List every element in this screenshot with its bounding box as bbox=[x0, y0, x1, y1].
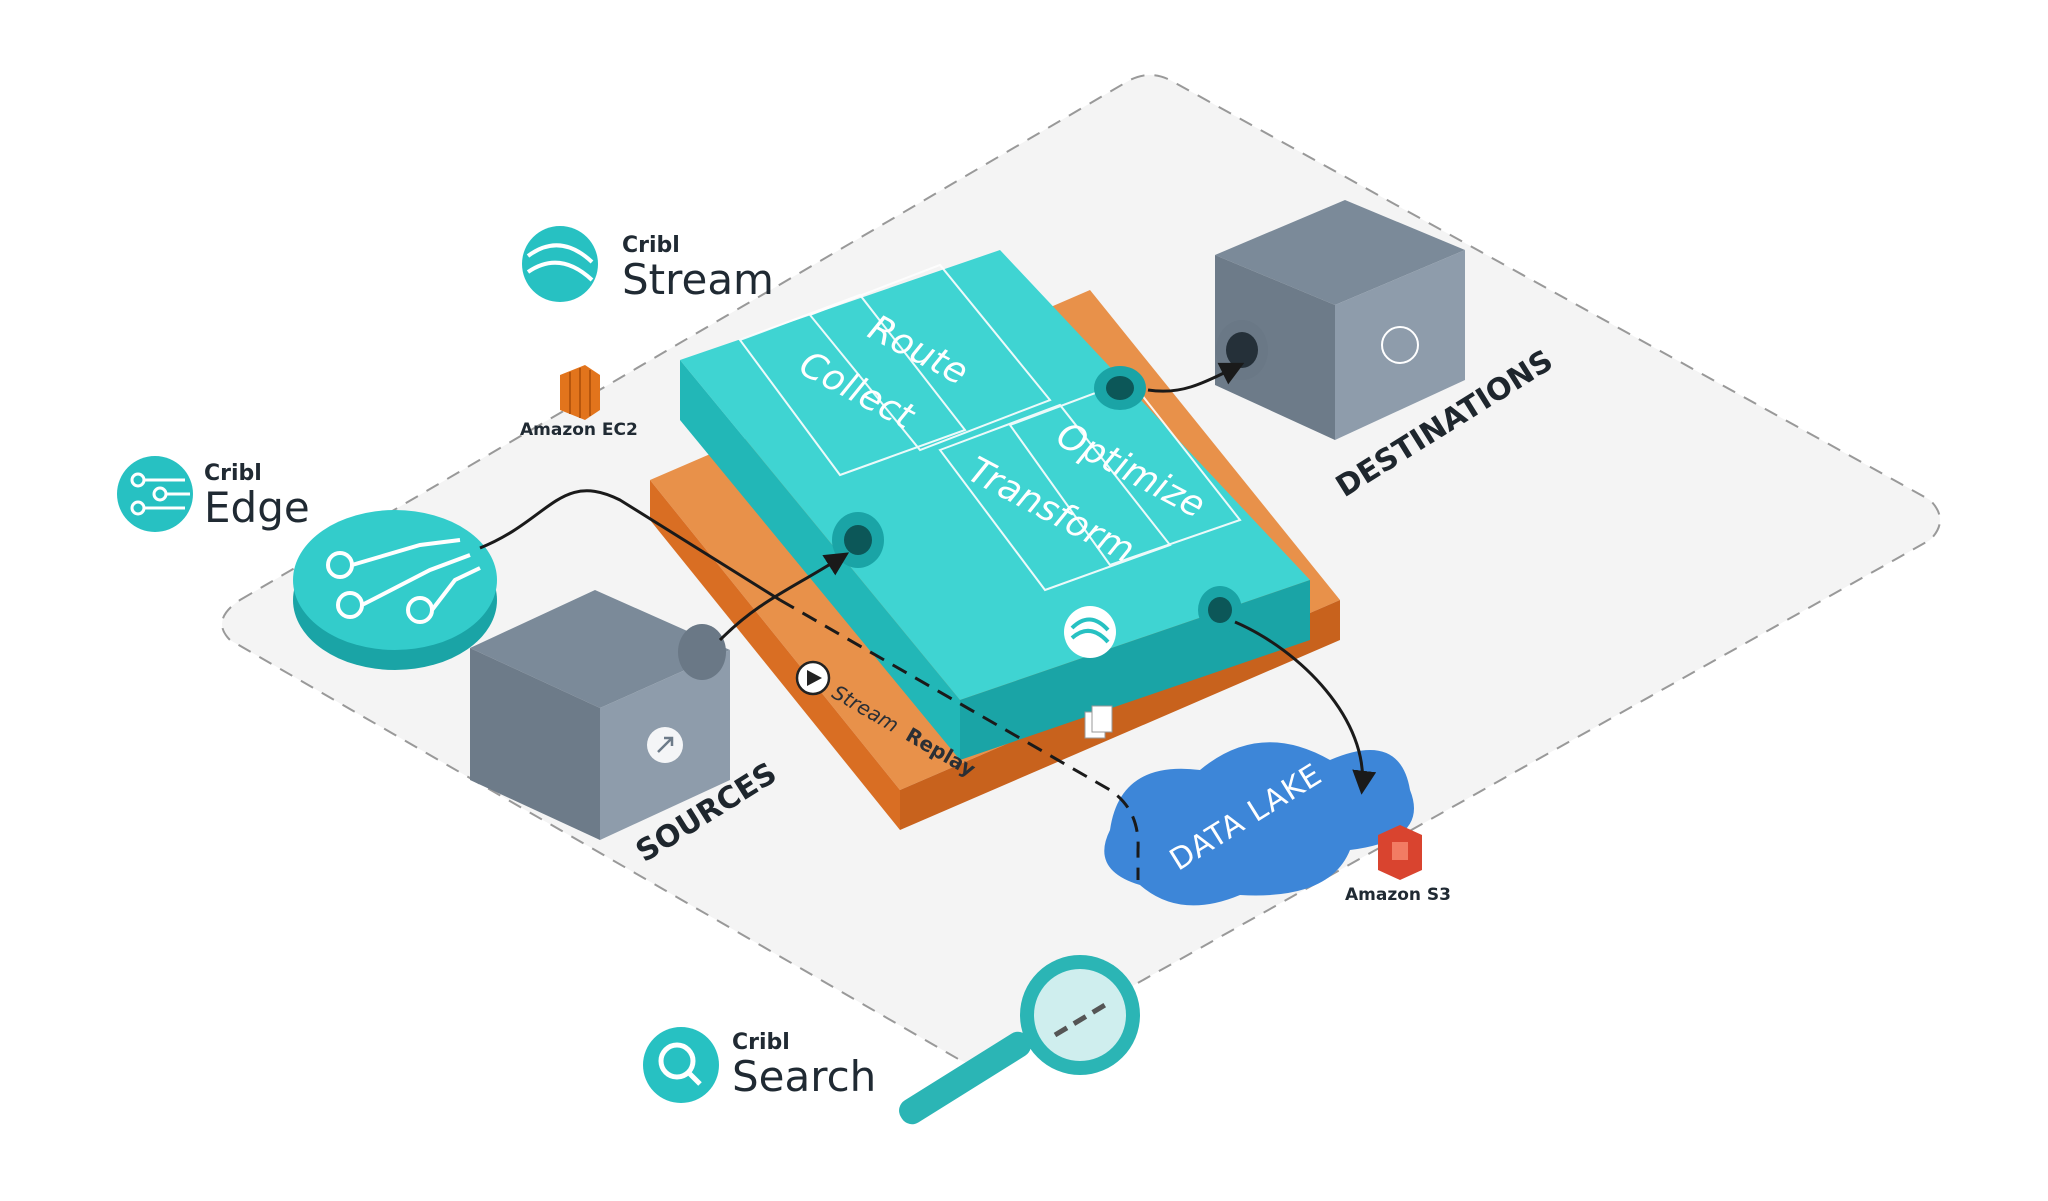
search-brand-small: Cribl bbox=[732, 1030, 790, 1055]
play-icon bbox=[795, 660, 831, 696]
stream-block-logo-icon bbox=[1064, 606, 1116, 658]
stream-logo-icon bbox=[522, 226, 598, 302]
s3-icon bbox=[1378, 825, 1422, 880]
s3-label: Amazon S3 bbox=[1345, 885, 1452, 905]
sources-box bbox=[470, 590, 730, 840]
edge-brand: Cribl Edge bbox=[190, 463, 310, 529]
edge-logo-icon bbox=[117, 456, 193, 532]
stream-to-destinations-line bbox=[1147, 362, 1245, 393]
edge-to-stream-line bbox=[479, 489, 781, 602]
destination-arrow-icon bbox=[1381, 326, 1419, 364]
search-brand: Cribl Search bbox=[718, 1032, 876, 1098]
magnifier-icon bbox=[899, 955, 1140, 1125]
search-logo-icon bbox=[643, 1027, 719, 1103]
search-brand-big: Search bbox=[732, 1052, 877, 1101]
stream-brand: Cribl Stream bbox=[608, 235, 774, 301]
stream-brand-small: Cribl bbox=[622, 233, 680, 258]
edge-brand-small: Cribl bbox=[204, 461, 262, 486]
stream-to-lake-line bbox=[1234, 620, 1377, 795]
replay-dashed-line bbox=[779, 598, 1140, 880]
processing-panels bbox=[738, 263, 1242, 592]
edge-brand-big: Edge bbox=[204, 483, 310, 532]
destinations-box bbox=[1215, 200, 1465, 440]
stream-brand-big: Stream bbox=[622, 255, 774, 304]
edge-disc bbox=[293, 510, 497, 670]
replay-docs-icon bbox=[1084, 705, 1113, 739]
ec2-icon bbox=[560, 365, 600, 420]
data-lake bbox=[1104, 742, 1414, 906]
ec2-label: Amazon EC2 bbox=[520, 420, 638, 440]
sources-to-stream-line bbox=[718, 552, 850, 642]
